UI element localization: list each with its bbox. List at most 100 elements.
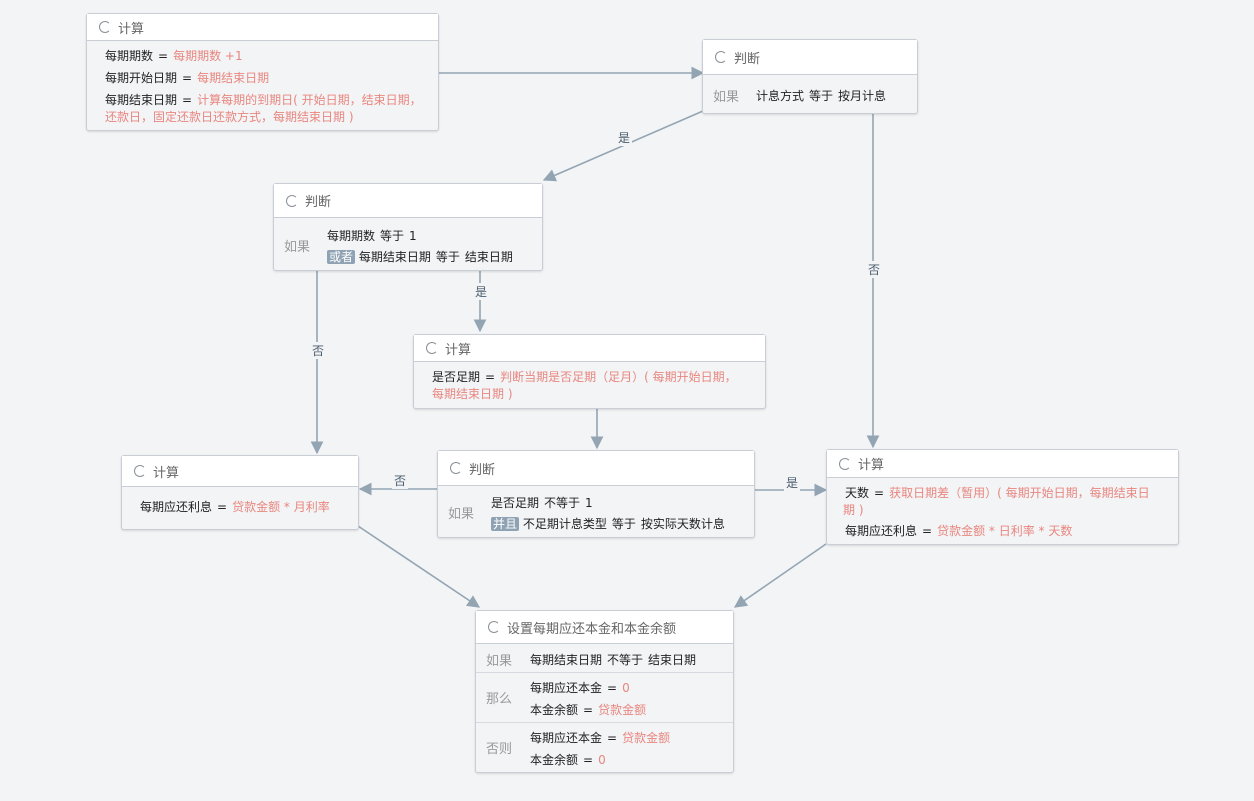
operator: = xyxy=(485,370,496,384)
operator: 不等于 xyxy=(544,496,581,510)
variable-name: 每期期数 xyxy=(327,229,376,243)
assignment-row[interactable]: 本金余额=贷款金额 xyxy=(530,701,646,718)
variable-name: 天数 xyxy=(845,486,870,500)
variable-name: 本金余额 xyxy=(530,753,579,767)
condition-value: 按月计息 xyxy=(838,89,887,103)
edge-calc4-set1 xyxy=(733,543,827,608)
operator: = xyxy=(217,500,228,514)
expression-value: 获取日期差（暂用）( 每期开始日期，每期结束日 xyxy=(889,486,1150,500)
variable-name: 每期开始日期 xyxy=(105,71,178,85)
node-header: 判断 xyxy=(438,451,754,486)
set-node-principal[interactable]: 设置每期应还本金和本金余额 如果 每期结束日期不等于结束日期 那么 每期应还本金… xyxy=(475,610,734,773)
edge-label-yes: 是 xyxy=(616,129,633,146)
operator: 等于 xyxy=(435,250,460,264)
assignment-row[interactable]: 每期结束日期 = 计算每期的到期日( 开始日期，结束日期， xyxy=(105,91,422,108)
node-header: 判断 xyxy=(703,40,917,75)
operator: = xyxy=(158,49,169,63)
assignment-row[interactable]: 每期应还利息 = 贷款金额 * 日利率 * 天数 xyxy=(845,522,1072,539)
edge-label-yes: 是 xyxy=(784,474,801,491)
refresh-icon xyxy=(286,194,298,207)
calc-node-monthly-interest[interactable]: 计算 每期应还利息 = 贷款金额 * 月利率 xyxy=(121,455,359,530)
assignment-row[interactable]: 每期应还本金 = 贷款金额 xyxy=(530,729,670,746)
assignment-row[interactable]: 每期开始日期=每期结束日期 xyxy=(105,69,269,86)
expression-value: 贷款金额 * 月利率 xyxy=(232,500,330,514)
expression-value: 贷款金额 xyxy=(622,731,671,745)
edge-calc3-set1 xyxy=(357,525,481,608)
expression-value-cont: 期 ) xyxy=(843,503,864,517)
expression-value: 0 xyxy=(598,753,606,767)
node-header: 判断 xyxy=(274,184,542,218)
variable-name: 每期应还利息 xyxy=(845,524,918,538)
node-header: 计算 xyxy=(122,456,358,487)
expression-value-cont: 每期结束日期 ) xyxy=(432,387,513,401)
edge-label-no: 否 xyxy=(392,472,409,489)
expression-value: 计算每期的到期日( 开始日期，结束日期， xyxy=(197,93,422,107)
variable-name: 每期结束日期 xyxy=(105,93,178,107)
assignment-row[interactable]: 是否足期 = 判断当期是否足期（足月）( 每期开始日期， xyxy=(432,368,737,385)
section-divider xyxy=(476,722,733,723)
if-label: 如果 xyxy=(713,90,740,105)
node-title: 判断 xyxy=(469,462,496,478)
refresh-icon xyxy=(99,21,111,33)
refresh-icon xyxy=(715,51,727,63)
variable-name: 每期应还本金 xyxy=(530,681,603,695)
assignment-row[interactable]: 天数=获取日期差（暂用）( 每期开始日期，每期结束日 xyxy=(845,484,1150,501)
assignment-row[interactable]: 每期应还利息 = 贷款金额 * 月利率 xyxy=(140,498,330,515)
section-divider xyxy=(476,672,733,673)
node-title: 计算 xyxy=(858,458,885,473)
node-header: 计算 xyxy=(414,335,765,362)
operator: = xyxy=(182,71,193,85)
expression-value: 贷款金额 * 日利率 * 天数 xyxy=(937,524,1073,538)
edge-label-no: 否 xyxy=(866,261,883,278)
assignment-row[interactable]: 每期应还本金=0 xyxy=(530,679,630,696)
condition-row[interactable]: 或者 每期结束日期等于结束日期 xyxy=(327,248,513,265)
variable-name: 每期结束日期 xyxy=(358,250,431,264)
node-header: 设置每期应还本金和本金余额 xyxy=(476,611,733,644)
operator: = xyxy=(182,93,193,107)
operator: 等于 xyxy=(809,89,834,103)
edge-label-no: 否 xyxy=(310,342,327,359)
variable-name: 不足期计息类型 xyxy=(522,517,607,531)
variable-name: 每期结束日期 xyxy=(530,653,603,667)
then-label: 那么 xyxy=(486,692,513,707)
if-label: 如果 xyxy=(448,507,475,522)
operator: = xyxy=(922,524,933,538)
variable-name: 是否足期 xyxy=(432,370,481,384)
judge-node-interest-method[interactable]: 判断 如果 计息方式等于按月计息 xyxy=(702,39,918,114)
calc-node-full-period[interactable]: 计算 是否足期 = 判断当期是否足期（足月）( 每期开始日期， 每期结束日期 ) xyxy=(413,334,766,409)
operator: = xyxy=(607,731,618,745)
calc-node-period-dates[interactable]: 计算 每期期数=每期期数 +1 每期开始日期=每期结束日期 每期结束日期=计算每… xyxy=(86,13,439,131)
expression-value: 0 xyxy=(622,681,630,695)
assignment-row[interactable]: 本金余额 = 0 xyxy=(530,751,606,768)
edge-label-yes: 是 xyxy=(473,283,490,300)
node-title: 判断 xyxy=(305,195,332,210)
assignment-row[interactable]: 每期期数=每期期数 +1 xyxy=(105,47,243,64)
operator: = xyxy=(583,703,594,717)
expression-value: 贷款金额 xyxy=(598,703,647,717)
condition-row[interactable]: 计息方式等于按月计息 xyxy=(756,87,886,104)
variable-name: 是否足期 xyxy=(491,496,540,510)
and-keyword: 并且 xyxy=(491,517,520,531)
variable-name: 每期期数 xyxy=(105,49,154,63)
condition-value: 结束日期 xyxy=(648,653,697,667)
node-header: 计算 xyxy=(87,14,438,41)
refresh-icon xyxy=(134,465,146,477)
variable-name: 每期应还利息 xyxy=(140,500,213,514)
expression-value: 判断当期是否足期（足月）( 每期开始日期， xyxy=(500,370,737,384)
expression-value-cont: 还款日，固定还款日还款方式，每期结束日期 ) xyxy=(105,110,354,124)
condition-row[interactable]: 并且 不足期计息类型等于按实际天数计息 xyxy=(491,515,725,532)
calc-node-daily-interest[interactable]: 计算 天数=获取日期差（暂用）( 每期开始日期，每期结束日 期 ) 每期应还利息… xyxy=(826,449,1179,545)
operator: = xyxy=(583,753,594,767)
or-keyword: 或者 xyxy=(327,250,356,264)
variable-name: 每期应还本金 xyxy=(530,731,603,745)
node-header: 计算 xyxy=(827,450,1178,478)
condition-row[interactable]: 每期结束日期不等于结束日期 xyxy=(530,651,696,668)
node-title: 设置每期应还本金和本金余额 xyxy=(507,621,677,637)
else-label: 否则 xyxy=(486,742,513,757)
refresh-icon xyxy=(450,462,462,474)
